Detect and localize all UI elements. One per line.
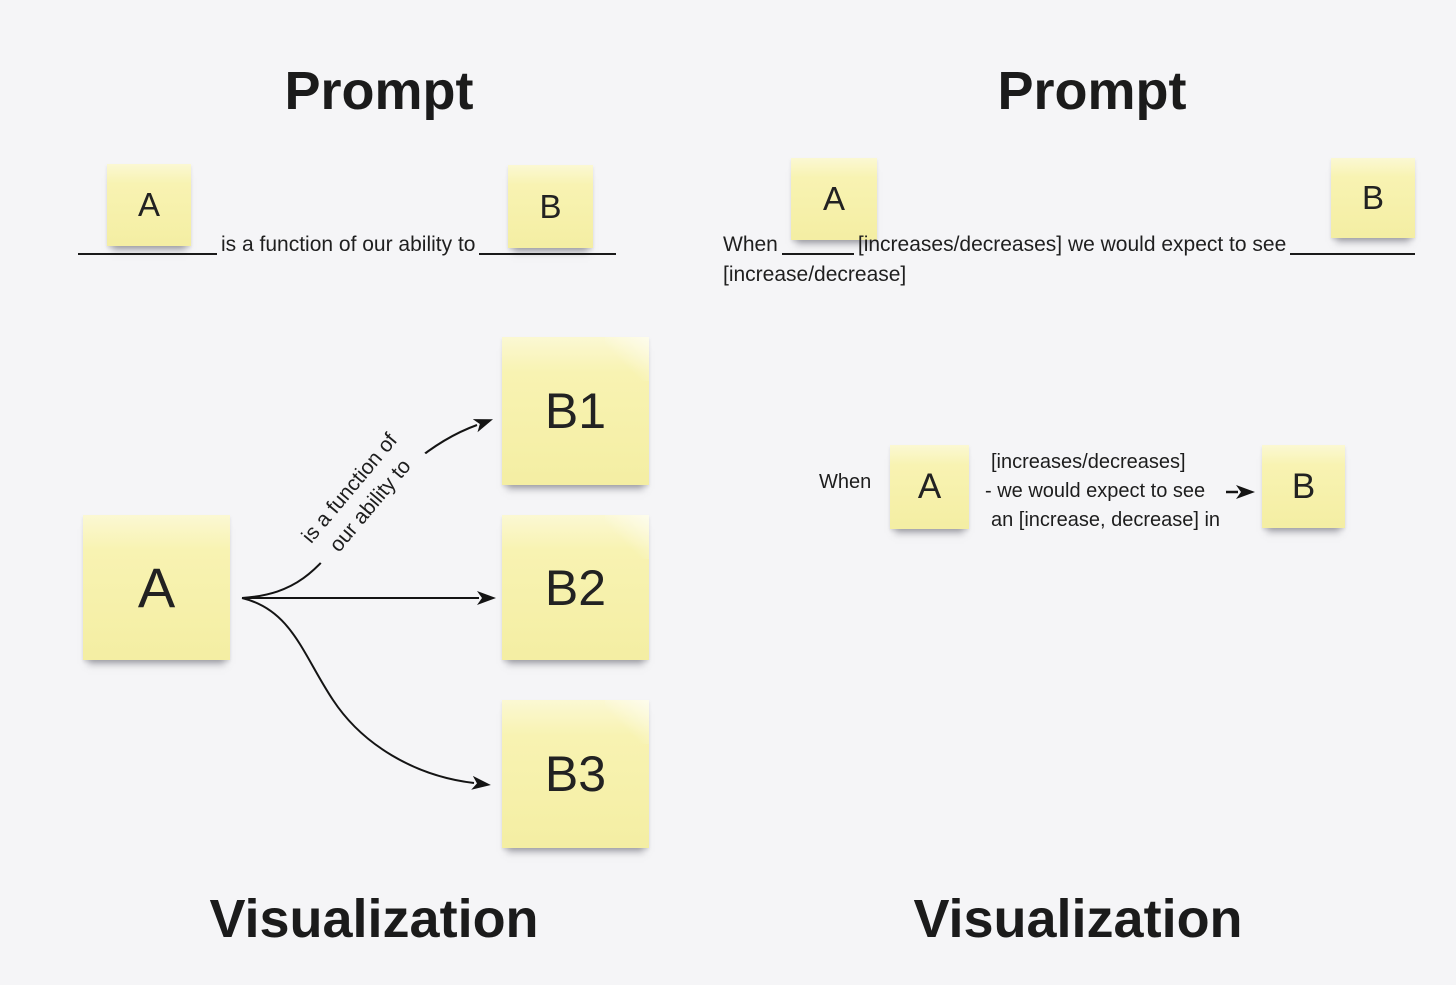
prompt-text: [increases/decreases] we would expect to…: [857, 233, 1287, 256]
right-viz-title: Visualization: [913, 889, 1243, 949]
right-viz-line2: - we would expect to see: [985, 480, 1206, 502]
sticky-label: A: [822, 180, 845, 217]
edge-label: is a function of our ability to: [289, 420, 431, 574]
arrow-a-to-b3: [241, 597, 491, 790]
right-viz-sticky-b: B: [1262, 445, 1345, 528]
sticky-label: B: [1361, 179, 1384, 216]
sticky-label: B3: [544, 746, 607, 802]
left-viz-sticky-b2: B2: [502, 515, 649, 660]
right-prompt-line1: When [increases/decreases] we would expe…: [723, 233, 1415, 257]
left-viz-sticky-b3: B3: [502, 700, 649, 848]
blank-line: [1290, 247, 1415, 255]
left-viz-title: Visualization: [209, 889, 539, 949]
blank-line: [479, 247, 617, 255]
prompt-text: When: [723, 233, 778, 256]
sticky-label: B2: [544, 559, 607, 616]
left-prompt-sticky-a: A: [107, 164, 191, 246]
left-prompt-sticky-b: B: [508, 165, 593, 248]
sticky-label: A: [917, 467, 942, 506]
left-prompt-sentence: is a function of our ability to: [78, 233, 617, 257]
prompt-text: is a function of our ability to: [221, 233, 476, 256]
right-viz-text-block: [increases/decreases] - we would expect …: [985, 448, 1220, 535]
sticky-label: A: [137, 556, 176, 619]
left-prompt-title: Prompt: [284, 61, 474, 121]
left-viz-sticky-b1: B1: [502, 337, 649, 485]
left-viz-sticky-a: A: [83, 515, 230, 660]
sticky-label: A: [137, 186, 160, 223]
right-viz-when-label: When: [819, 471, 872, 493]
right-viz-line3: an [increase, decrease] in: [991, 509, 1221, 531]
blank-line: [781, 247, 854, 255]
right-viz-sticky-a: A: [890, 445, 969, 529]
right-prompt-sticky-a: A: [791, 158, 877, 240]
sticky-label: B: [1291, 466, 1316, 506]
right-viz-line1: [increases/decreases]: [991, 451, 1186, 473]
sticky-label: B: [539, 187, 562, 225]
right-prompt-line2: [increase/decrease]: [723, 263, 910, 287]
blank-line: [78, 247, 217, 255]
prompt-text: [increase/decrease]: [723, 263, 907, 286]
right-prompt-sticky-b: B: [1331, 158, 1415, 238]
right-prompt-title: Prompt: [997, 61, 1187, 121]
sticky-label: B1: [544, 383, 607, 439]
